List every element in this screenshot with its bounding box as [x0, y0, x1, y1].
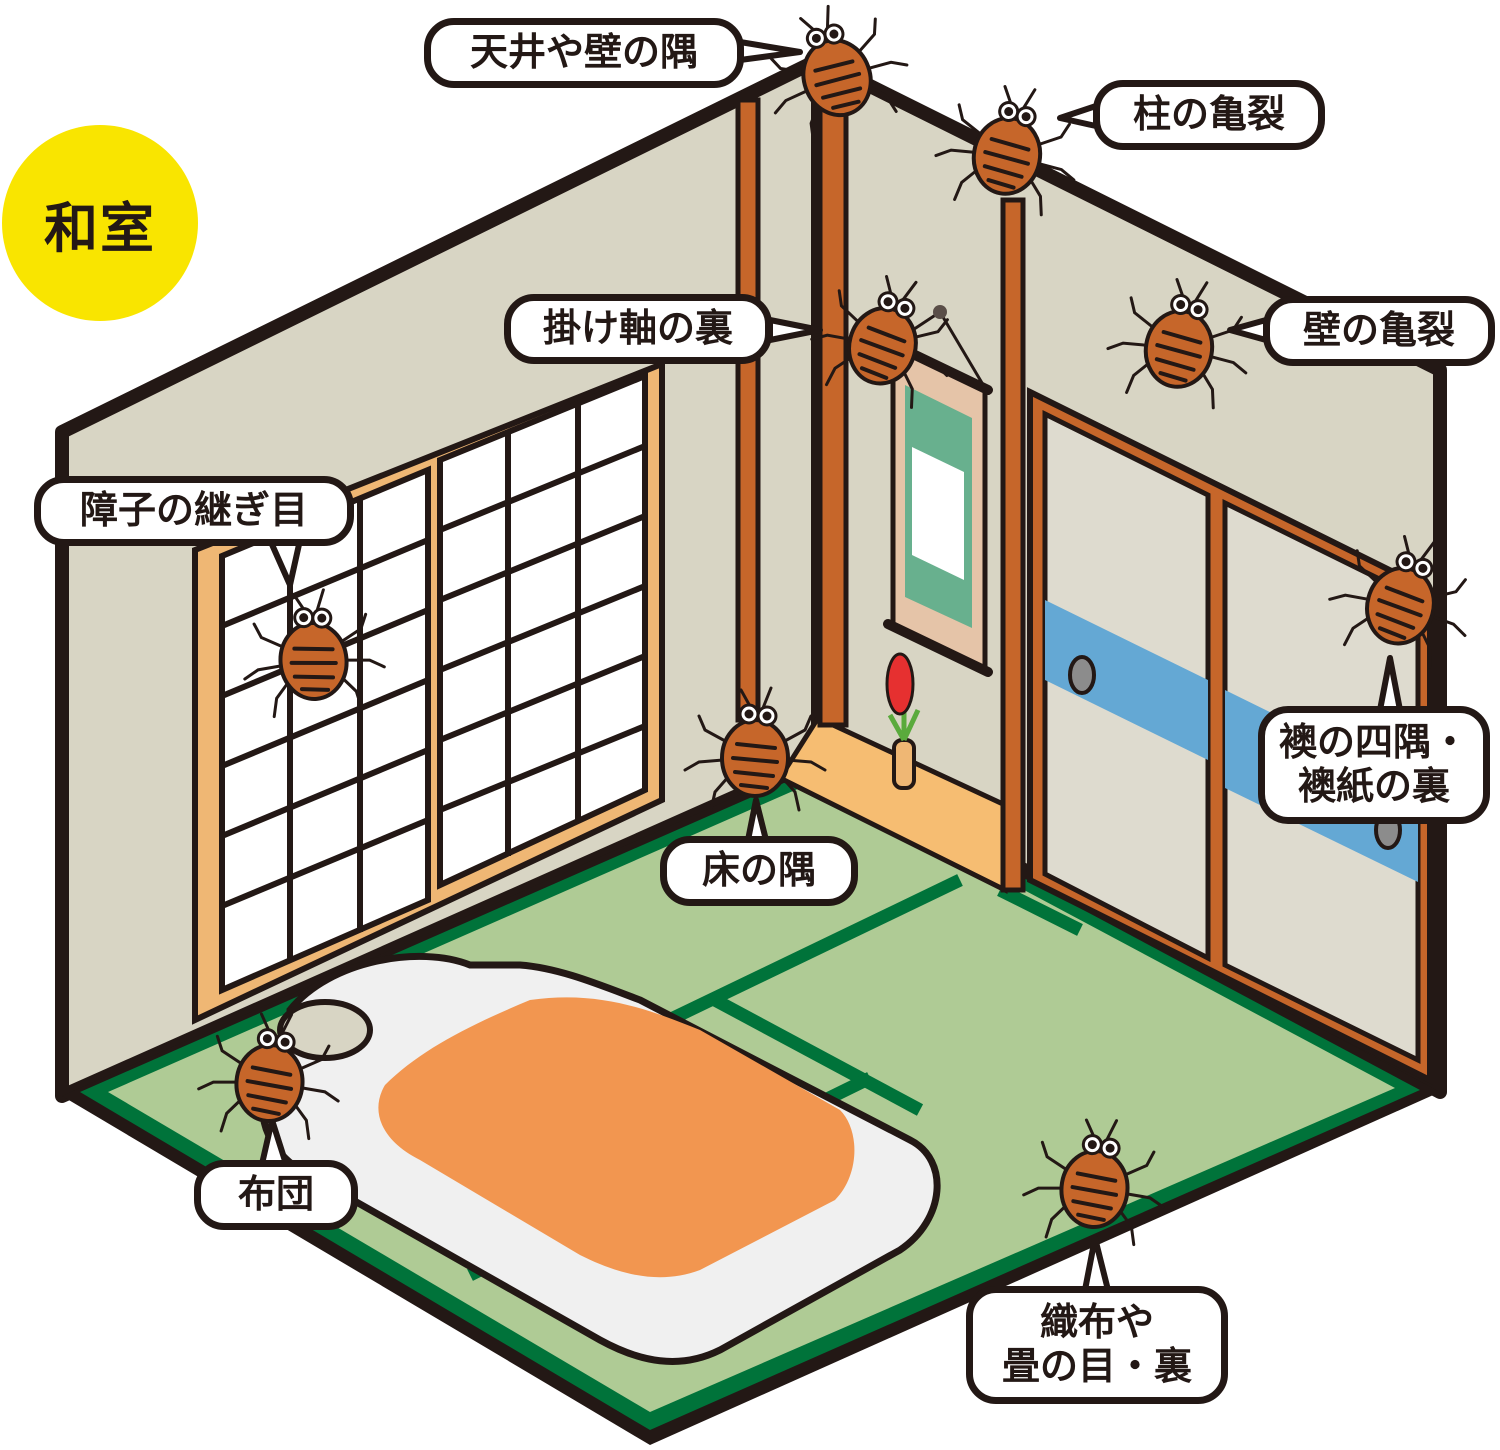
callout-futon: 布団: [194, 1160, 358, 1230]
flower-vase: [885, 652, 921, 790]
callout-text: 天井や壁の隅: [469, 30, 698, 75]
pillars: [735, 92, 1026, 893]
callout-fusuma-corners: 襖の四隅・ 襖紙の裏: [1258, 706, 1490, 824]
room-title: 和室: [44, 196, 156, 260]
door-handle: [1068, 655, 1096, 695]
room-title-badge: 和室: [2, 125, 198, 321]
callout-text: 布団: [237, 1172, 314, 1217]
callout-text: 柱の亀裂: [1132, 92, 1285, 137]
callout-text: 床の隅: [701, 848, 816, 893]
callout-tokonoma-corner: 床の隅: [660, 836, 858, 906]
futon: [259, 952, 941, 1365]
callout-text: 掛け軸の裏: [542, 306, 733, 351]
callout-tatami-weave: 織布や 畳の目・裏: [966, 1286, 1228, 1404]
callout-text: 壁の亀裂: [1302, 308, 1455, 353]
callout-wall-crack: 壁の亀裂: [1263, 296, 1495, 366]
callout-text: 障子の継ぎ目: [79, 488, 308, 533]
pillow: [277, 999, 373, 1061]
hanging-scroll: [883, 305, 993, 677]
callout-ceiling-wall-corner: 天井や壁の隅: [424, 18, 744, 88]
callout-pillar-crack: 柱の亀裂: [1093, 80, 1325, 150]
callout-scroll-back: 掛け軸の裏: [504, 294, 772, 364]
callout-shoji-seams: 障子の継ぎ目: [34, 476, 354, 546]
callout-text: 襖の四隅・ 襖紙の裏: [1278, 720, 1469, 808]
callout-text: 織布や 畳の目・裏: [1001, 1300, 1192, 1388]
